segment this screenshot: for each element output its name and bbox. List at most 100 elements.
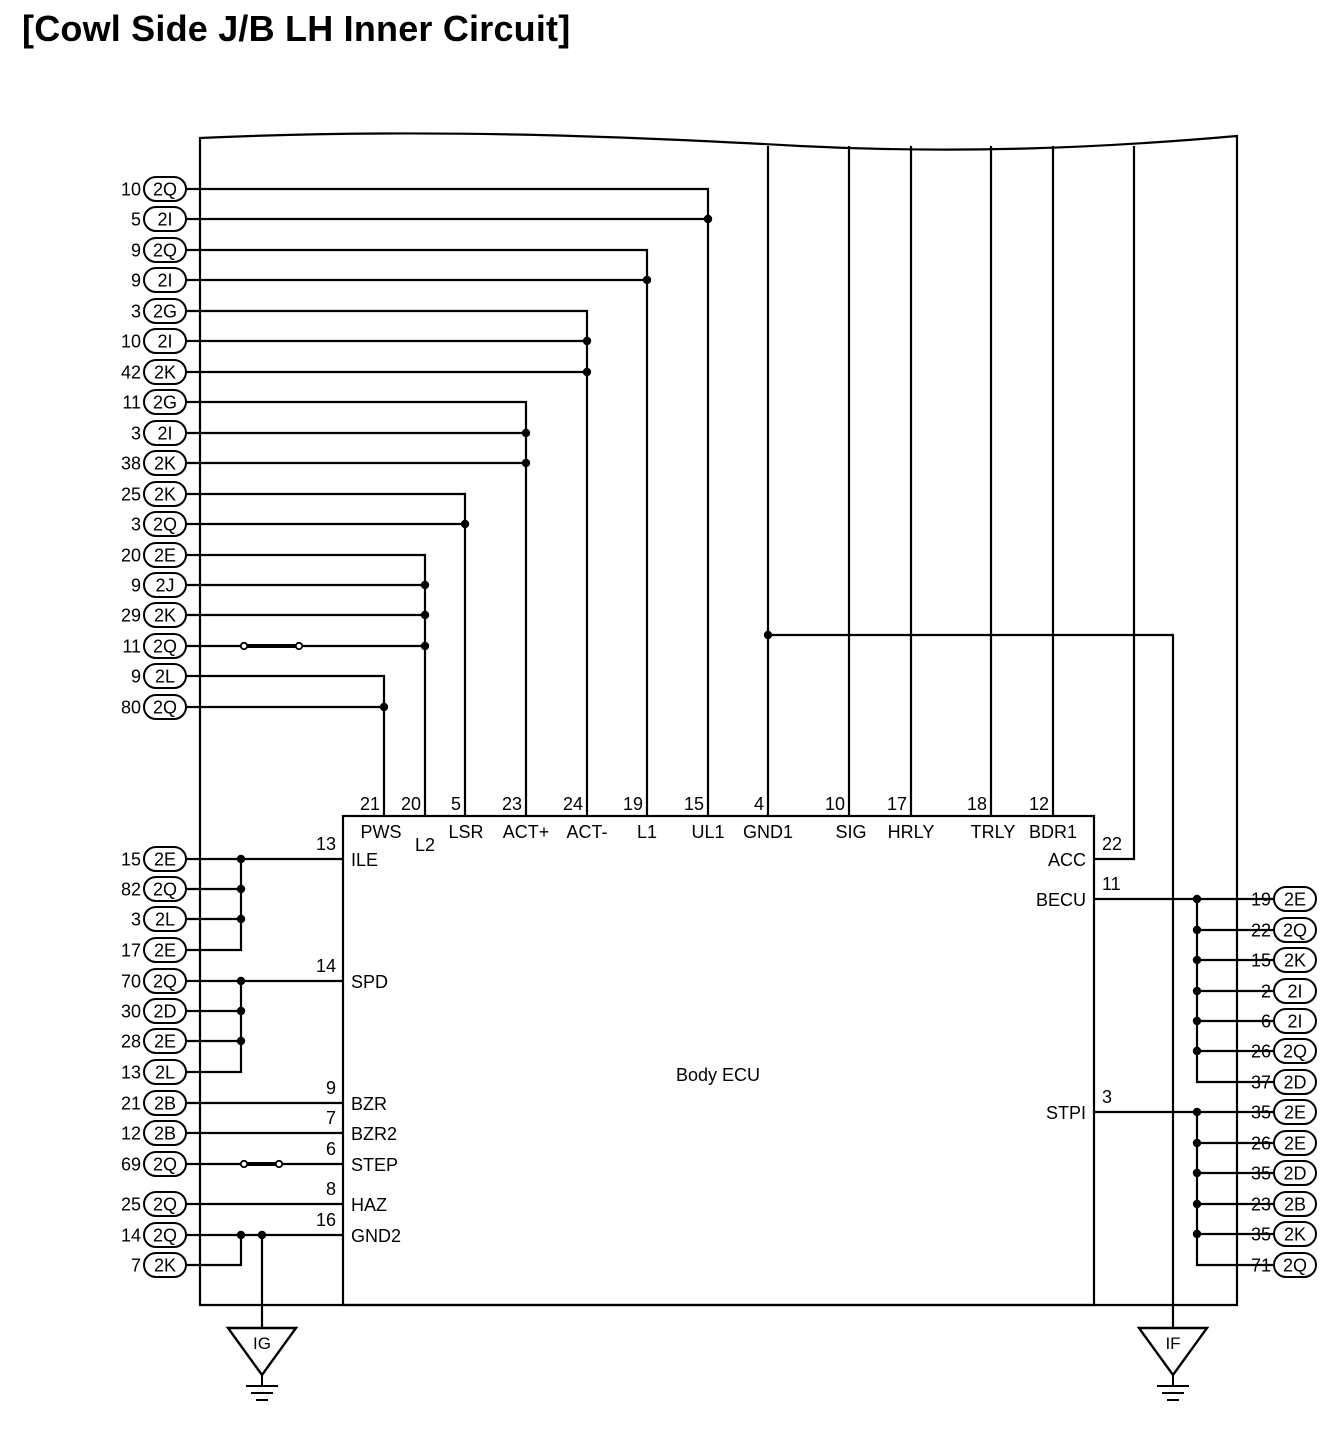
connector-pill-outline: [143, 176, 187, 202]
terminal-pin-number: 9: [326, 1078, 336, 1098]
terminal-pin-number: 20: [401, 794, 421, 814]
connector-pin-number: 3: [131, 302, 141, 322]
connector-pin-number: 2: [1261, 982, 1271, 1002]
connector-pill-outline: [143, 1151, 187, 1177]
connector-code: 2Q: [1283, 1256, 1307, 1276]
body-ecu-label: Body ECU: [676, 1065, 760, 1085]
connector-pin-number: 26: [1251, 1134, 1271, 1154]
connector-code: 2E: [154, 1032, 176, 1052]
junction-dot: [420, 610, 430, 620]
terminal-name: PWS: [360, 822, 401, 842]
junction-dot: [1192, 1168, 1202, 1178]
connector-code: 2G: [153, 393, 177, 413]
gnd2-branch: [186, 1235, 243, 1267]
terminal-name: STPI: [1046, 1103, 1086, 1123]
junction-dot: [642, 275, 652, 285]
junction-dot: [236, 854, 246, 864]
ile-bus: [186, 859, 243, 952]
terminal-pin-number: 14: [316, 956, 336, 976]
connector-code: 2Q: [153, 1226, 177, 1246]
connector-pin-number: 3: [131, 910, 141, 930]
connector-pin-number: 26: [1251, 1042, 1271, 1062]
connector-code: 2I: [1287, 1012, 1302, 1032]
connector-code: 2K: [154, 485, 176, 505]
connector-pin-number: 30: [121, 1002, 141, 1022]
connector-pin-number: 15: [121, 850, 141, 870]
connector-pill-outline: [143, 694, 187, 720]
connector-pill-outline: [1273, 1069, 1317, 1095]
terminal-pin-number: 4: [754, 794, 764, 814]
junction-dot: [763, 630, 773, 640]
connector-pin-number: 14: [121, 1226, 141, 1246]
connector-pin-number: 17: [121, 941, 141, 961]
junction-dot: [703, 214, 713, 224]
connector-code: 2Q: [1283, 1042, 1307, 1062]
terminal-pin-number: 8: [326, 1179, 336, 1199]
connector-pill-outline: [143, 1090, 187, 1116]
connector-pin-number: 10: [121, 180, 141, 200]
terminal-pin-number: 18: [967, 794, 987, 814]
connector-pill-outline: [143, 572, 187, 598]
terminal-name: GND1: [743, 822, 793, 842]
connector-code: 2I: [1287, 982, 1302, 1002]
ground-label: IF: [1165, 1334, 1180, 1353]
connector-pin-number: 6: [1261, 1012, 1271, 1032]
terminal-pin-number: 6: [326, 1139, 336, 1159]
connector-pill-outline: [143, 1191, 187, 1217]
ground-triangle: [225, 1326, 299, 1378]
terminal-pin-number: 23: [502, 794, 522, 814]
terminal-pin-number: 21: [360, 794, 380, 814]
connector-code: 2Q: [153, 1195, 177, 1215]
junction-dot: [236, 1230, 246, 1240]
connector-pin-number: 25: [121, 1195, 141, 1215]
ecu-terminals: 21PWS20L25LSR23ACT+24ACT-19L115UL14GND11…: [316, 794, 1122, 1246]
connector-pin-number: 69: [121, 1155, 141, 1175]
junction-dot: [582, 367, 592, 377]
connector-pill: 2J9: [131, 572, 187, 598]
junction-dot: [236, 1036, 246, 1046]
connector-code: 2Q: [153, 972, 177, 992]
connector-pin-number: 71: [1251, 1256, 1271, 1276]
junction-dot: [1192, 1046, 1202, 1056]
connector-pill-outline: [143, 542, 187, 568]
junction-dot: [1192, 1138, 1202, 1148]
connector-pill-outline: [1273, 917, 1317, 943]
terminal-name: ILE: [351, 850, 378, 870]
terminal-pin-number: 13: [316, 834, 336, 854]
junction-dot: [460, 519, 470, 529]
connector-code: 2D: [1283, 1164, 1306, 1184]
connector-code: 2Q: [153, 880, 177, 900]
connector-pill-outline: [1273, 1038, 1317, 1064]
connector-pill-outline: [143, 1252, 187, 1278]
connector-pill: 2I5: [131, 206, 187, 232]
connector-pin-number: 9: [131, 576, 141, 596]
connector-pin-number: 21: [121, 1094, 141, 1114]
top-wire: [186, 248, 649, 816]
connector-pill-outline: [143, 359, 187, 385]
junction-dot: [420, 641, 430, 651]
junction-dot: [1192, 894, 1202, 904]
connector-pill: 2Q 71: [1251, 1252, 1317, 1278]
connector-pill: 2L9: [131, 663, 187, 689]
connector-pill-outline: [143, 906, 187, 932]
connector-code: 2E: [1284, 1134, 1306, 1154]
connector-code: 2L: [155, 667, 175, 687]
top-wire: [186, 492, 467, 816]
connector-code: 2Q: [153, 698, 177, 718]
connector-pill-outline: [143, 1120, 187, 1146]
connector-code: 2D: [153, 1002, 176, 1022]
